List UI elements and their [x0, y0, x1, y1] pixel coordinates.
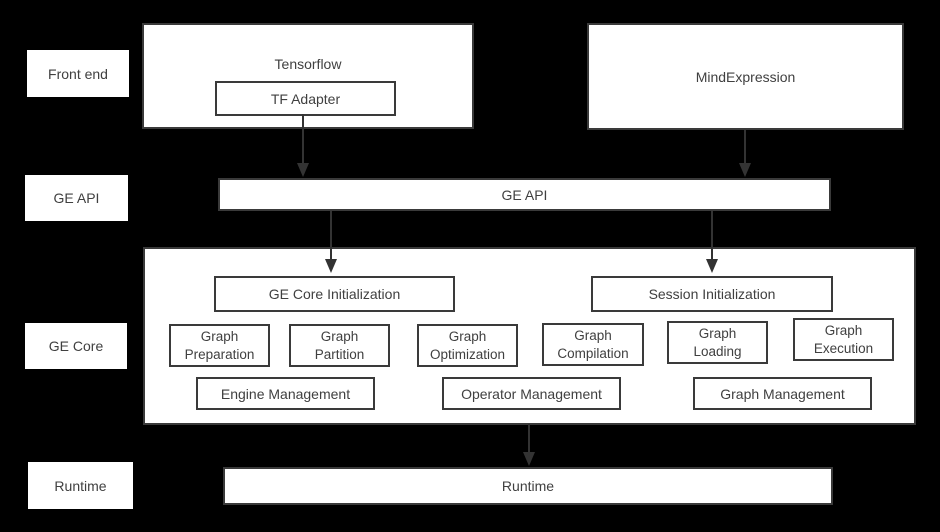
graph-optimization-line1: Graph	[448, 328, 487, 344]
mind-expression-label: MindExpression	[695, 68, 796, 85]
arrow-down-icon	[325, 259, 337, 273]
tensorflow-label: Tensorflow	[274, 56, 342, 72]
engine-management-label: Engine Management	[220, 385, 351, 402]
graph-loading-line2: Loading	[693, 343, 742, 359]
graph-execution-line1: Graph	[824, 322, 863, 338]
graph-loading-box: Graph Loading	[667, 321, 768, 364]
arrow-shaft	[302, 114, 304, 163]
tf-adapter-box: TF Adapter	[215, 81, 396, 116]
row-label-ge-core-text: GE Core	[48, 338, 104, 354]
runtime-bar: Runtime	[223, 467, 833, 505]
row-label-ge-core: GE Core	[25, 323, 127, 369]
arrow-shaft	[330, 211, 332, 259]
operator-management-label: Operator Management	[461, 385, 602, 402]
graph-partition-line1: Graph	[320, 328, 359, 344]
arrow-tf-adapter-to-ge-api	[297, 114, 309, 177]
graph-compilation-line2: Compilation	[557, 345, 629, 361]
graph-optimization-line2: Optimization	[429, 346, 506, 362]
arrow-shaft	[711, 211, 713, 259]
graph-preparation-line1: Graph	[200, 328, 239, 344]
graph-management-box: Graph Management	[693, 377, 872, 410]
engine-management-box: Engine Management	[196, 377, 375, 410]
session-initialization-label: Session Initialization	[648, 286, 776, 302]
row-label-ge-api-text: GE API	[53, 190, 100, 206]
arrow-down-icon	[706, 259, 718, 273]
operator-management-box: Operator Management	[442, 377, 621, 410]
tensorflow-box: Tensorflow TF Adapter	[142, 23, 474, 129]
graph-loading-line1: Graph	[698, 325, 737, 341]
graph-execution-box: Graph Execution	[793, 318, 894, 361]
row-label-front-end: Front end	[27, 50, 129, 97]
row-label-front-end-text: Front end	[48, 65, 108, 82]
ge-core-box: GE Core Initialization Session Initializ…	[143, 247, 916, 425]
row-label-runtime: Runtime	[28, 462, 133, 509]
graph-optimization-box: Graph Optimization	[417, 324, 518, 367]
arrow-shaft	[528, 424, 530, 452]
graph-partition-box: Graph Partition	[289, 324, 390, 367]
arrow-shaft	[744, 130, 746, 163]
graph-compilation-box: Graph Compilation	[542, 323, 644, 366]
arrow-down-icon	[523, 452, 535, 466]
arrow-ge-api-to-ge-core-init	[325, 211, 337, 273]
ge-core-initialization-box: GE Core Initialization	[214, 276, 455, 312]
row-label-runtime-text: Runtime	[54, 477, 107, 494]
arrow-down-icon	[739, 163, 751, 177]
ge-api-bar: GE API	[218, 178, 831, 211]
arrow-ge-core-to-runtime	[523, 424, 535, 466]
graph-management-label: Graph Management	[720, 385, 845, 402]
graph-preparation-box: Graph Preparation	[169, 324, 270, 367]
arrow-ge-api-to-session-init	[706, 211, 718, 273]
graph-preparation-line2: Preparation	[184, 346, 255, 362]
session-initialization-box: Session Initialization	[591, 276, 833, 312]
arrow-down-icon	[297, 163, 309, 177]
runtime-bar-label: Runtime	[501, 478, 555, 494]
ge-core-initialization-label: GE Core Initialization	[268, 286, 401, 302]
mind-expression-box: MindExpression	[587, 23, 904, 130]
row-label-ge-api: GE API	[25, 175, 128, 221]
tf-adapter-label: TF Adapter	[270, 90, 341, 107]
graph-compilation-line1: Graph	[574, 327, 612, 343]
graph-execution-line2: Execution	[813, 340, 874, 356]
ge-api-bar-label: GE API	[501, 186, 548, 203]
graph-partition-line2: Partition	[314, 346, 365, 362]
arrow-mind-expression-to-ge-api	[739, 130, 751, 177]
